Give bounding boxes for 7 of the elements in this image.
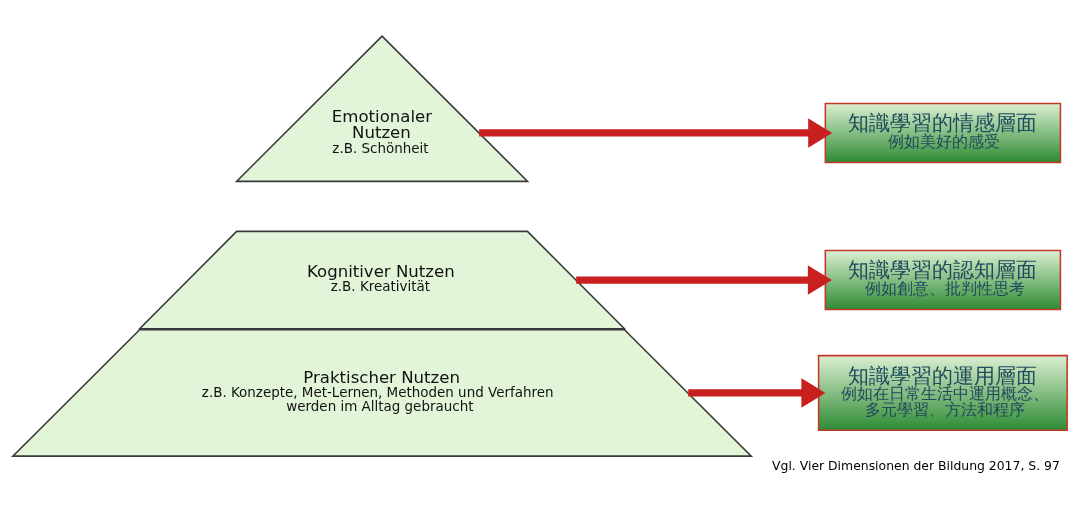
arrow [688, 378, 826, 408]
node-box: 知識學習的情感層面 例如美好的感受 [824, 102, 1062, 164]
node-box: 知識學習的認知層面 例如創意、批判性思考 [824, 249, 1062, 311]
arrow [479, 118, 833, 148]
arrow [576, 265, 832, 295]
node-box: 知識學習的運用層面 例如在日常生活中運用概念、多元學習、方法和程序 [817, 354, 1068, 431]
caption: Vgl. Vier Dimensionen der Bildung 2017, S. 97 [772, 458, 1060, 474]
